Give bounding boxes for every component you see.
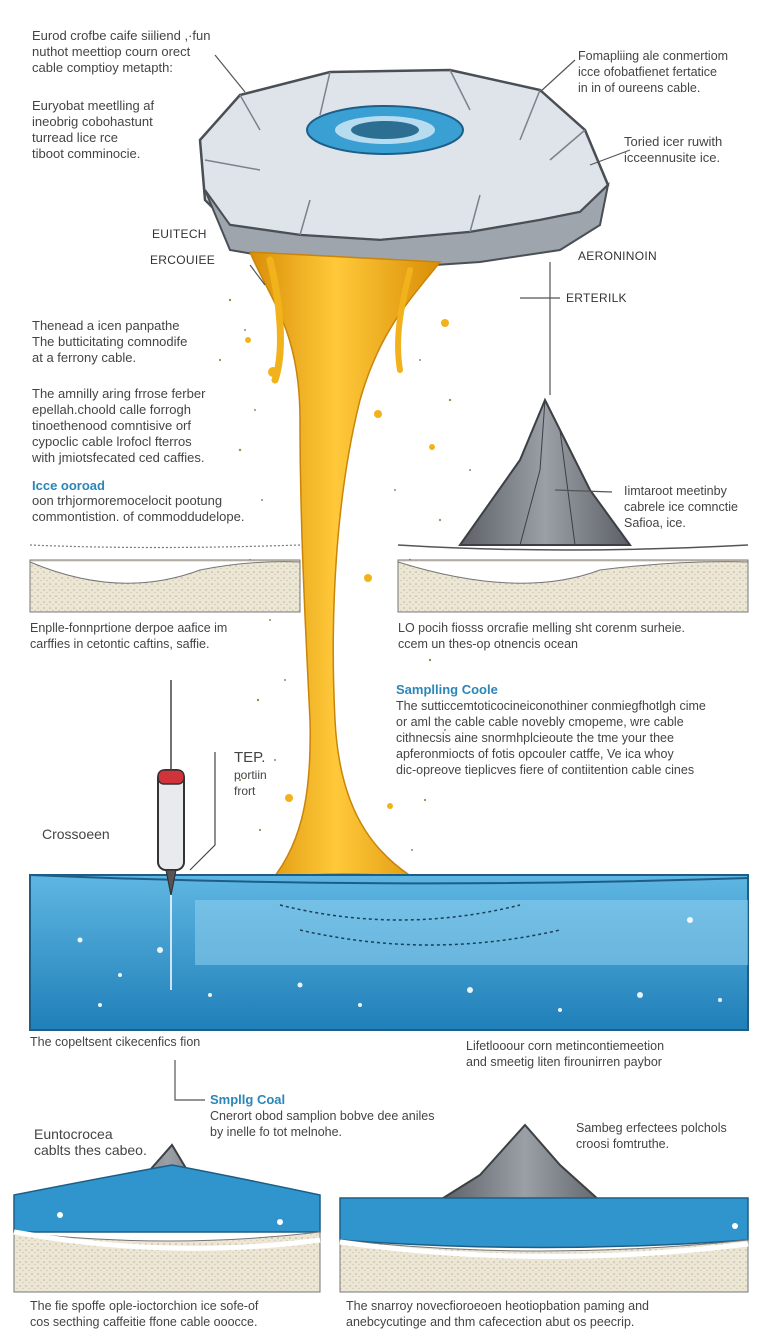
bottom-left-label: Euntocrocea cablts thes cabeo. (34, 1126, 147, 1158)
right-mountain-section (397, 397, 749, 613)
left-strip-caption: Enplle-fonnprtione derpoe aafice im carf… (30, 621, 228, 651)
tep-title: TEP. (234, 749, 266, 766)
bottom-right-label: Sambeg erfectees polchols croosi fomtrut… (576, 1121, 727, 1151)
ice-text: oon trhjormoremocelocit pootung commonti… (32, 493, 245, 524)
right-strip-caption: LO pocih fiosss orcrafie melling sht cor… (398, 621, 685, 651)
bottom-left-panel (13, 1143, 321, 1293)
ocean-cross-section (29, 874, 749, 1031)
bottom-heading: Smpllg Coal (210, 1092, 286, 1107)
crossoeen-label: Crossoeen (42, 826, 110, 842)
ercouiee-label: ERCOUIEE (150, 253, 216, 267)
left-mid-note-2: The amnilly aring frrose ferber epellah.… (32, 386, 206, 465)
ice-heading: Icce ooroad (32, 478, 105, 493)
water-right-caption: Lifetlooour corn metincontiemeetion and … (466, 1039, 665, 1069)
bottom-left-caption: The fie spoffe ople-ioctorchion ice sofe… (30, 1299, 259, 1329)
leader-lines (174, 54, 631, 1101)
bottom-text: Cnerort obod samplion bobve dee aniles b… (210, 1109, 435, 1139)
top-left-note-1: Eurod crofbe caife siiliend ,·fun nuthot… (32, 28, 211, 75)
aeroninoin-label: AERONINOIN (578, 249, 658, 263)
ice-block (198, 68, 610, 270)
bottom-right-caption: The snarroy novecfioroeoen heotiopbation… (346, 1299, 649, 1329)
eutech-label: EUITECH (152, 227, 207, 241)
right-mountain-label: Iimtaroot meetinby cabrele ice comnctie … (624, 484, 738, 530)
erterilk-label: ERTERILK (566, 291, 627, 305)
tep-subtitle: portiin frort (234, 768, 267, 798)
water-left-caption: The copeltsent cikecenfics fion (30, 1035, 201, 1049)
sampling-text: The sutticcemtoticocineiconothiner conmi… (396, 699, 706, 777)
bottom-right-panel (339, 1123, 749, 1293)
sampling-heading: Samplling Coole (396, 682, 498, 697)
top-left-note-2: Euryobat meetlling af ineobrig cobohastu… (32, 98, 155, 161)
probe-instrument (157, 680, 216, 990)
left-sediment-strip (29, 544, 301, 613)
top-right-note-1: Fomapliing ale conmertiom icce ofobatfie… (578, 49, 729, 95)
left-mid-note-1: Thenead a icen panpathe The butticitatin… (32, 318, 188, 365)
top-right-note-2: Toried icer ruwith icceennusite ice. (624, 134, 723, 165)
